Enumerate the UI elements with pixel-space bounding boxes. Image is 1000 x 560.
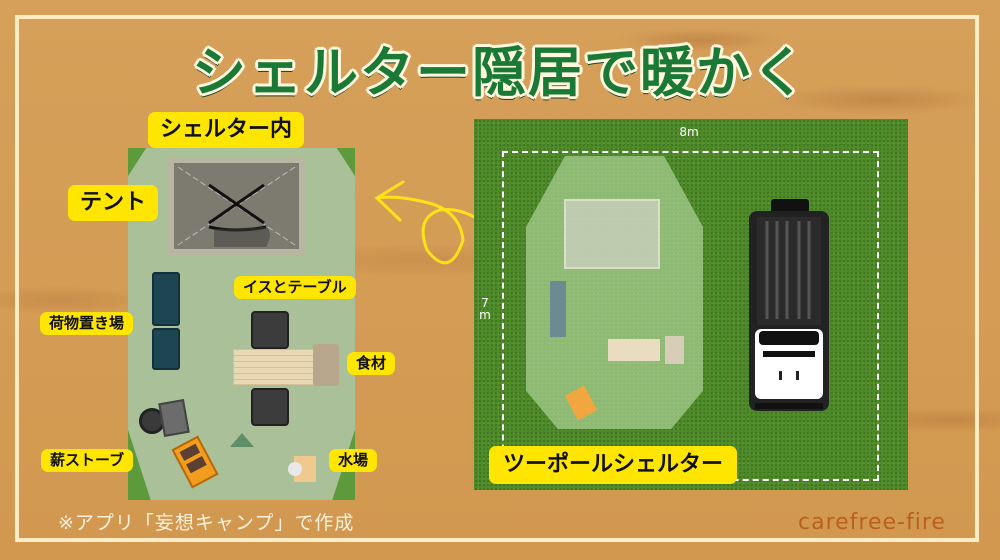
- label-water: 水場: [329, 449, 378, 472]
- chair-icon: [251, 311, 289, 349]
- tent-icon: [168, 157, 305, 255]
- height-dimension-number: 7: [481, 296, 489, 310]
- height-dimension: 7 m: [476, 297, 494, 321]
- campsite-plan: 8m 7 m: [474, 119, 908, 490]
- mini-table-icon: [608, 339, 660, 361]
- stove-plate-icon: [158, 399, 190, 437]
- shelter-interior-plan: [128, 148, 355, 500]
- height-dimension-unit: m: [479, 308, 491, 322]
- table-icon: [233, 349, 314, 385]
- mini-tent-icon: [564, 199, 660, 269]
- food-box-icon: [313, 344, 339, 386]
- water-tank-icon: [288, 456, 316, 482]
- pole-icon: [230, 433, 254, 447]
- cream-frame: [15, 15, 979, 542]
- label-two-pole-shelter: ツーポールシェルター: [489, 446, 738, 484]
- label-wood-stove: 薪ストーブ: [41, 449, 134, 472]
- mini-food-icon: [665, 336, 684, 364]
- credit-note: ※アプリ「妄想キャンプ」で作成: [58, 512, 355, 534]
- storage-box-icon: [152, 328, 180, 370]
- page-title: シェルター隠居で暖かく: [192, 41, 808, 104]
- car-icon: [749, 199, 829, 411]
- label-tent: テント: [68, 185, 159, 221]
- width-dimension: 8m: [679, 125, 699, 139]
- mini-box-icon: [550, 281, 566, 337]
- label-chairs-table: イスとテーブル: [234, 276, 356, 299]
- brand-watermark: carefree-fire: [798, 510, 946, 535]
- label-food: 食材: [347, 352, 396, 375]
- storage-box-icon: [152, 272, 180, 326]
- label-luggage: 荷物置き場: [40, 312, 134, 335]
- label-shelter-inside: シェルター内: [148, 112, 305, 148]
- yellow-arrow-icon: [374, 180, 512, 265]
- chair-icon: [251, 388, 289, 426]
